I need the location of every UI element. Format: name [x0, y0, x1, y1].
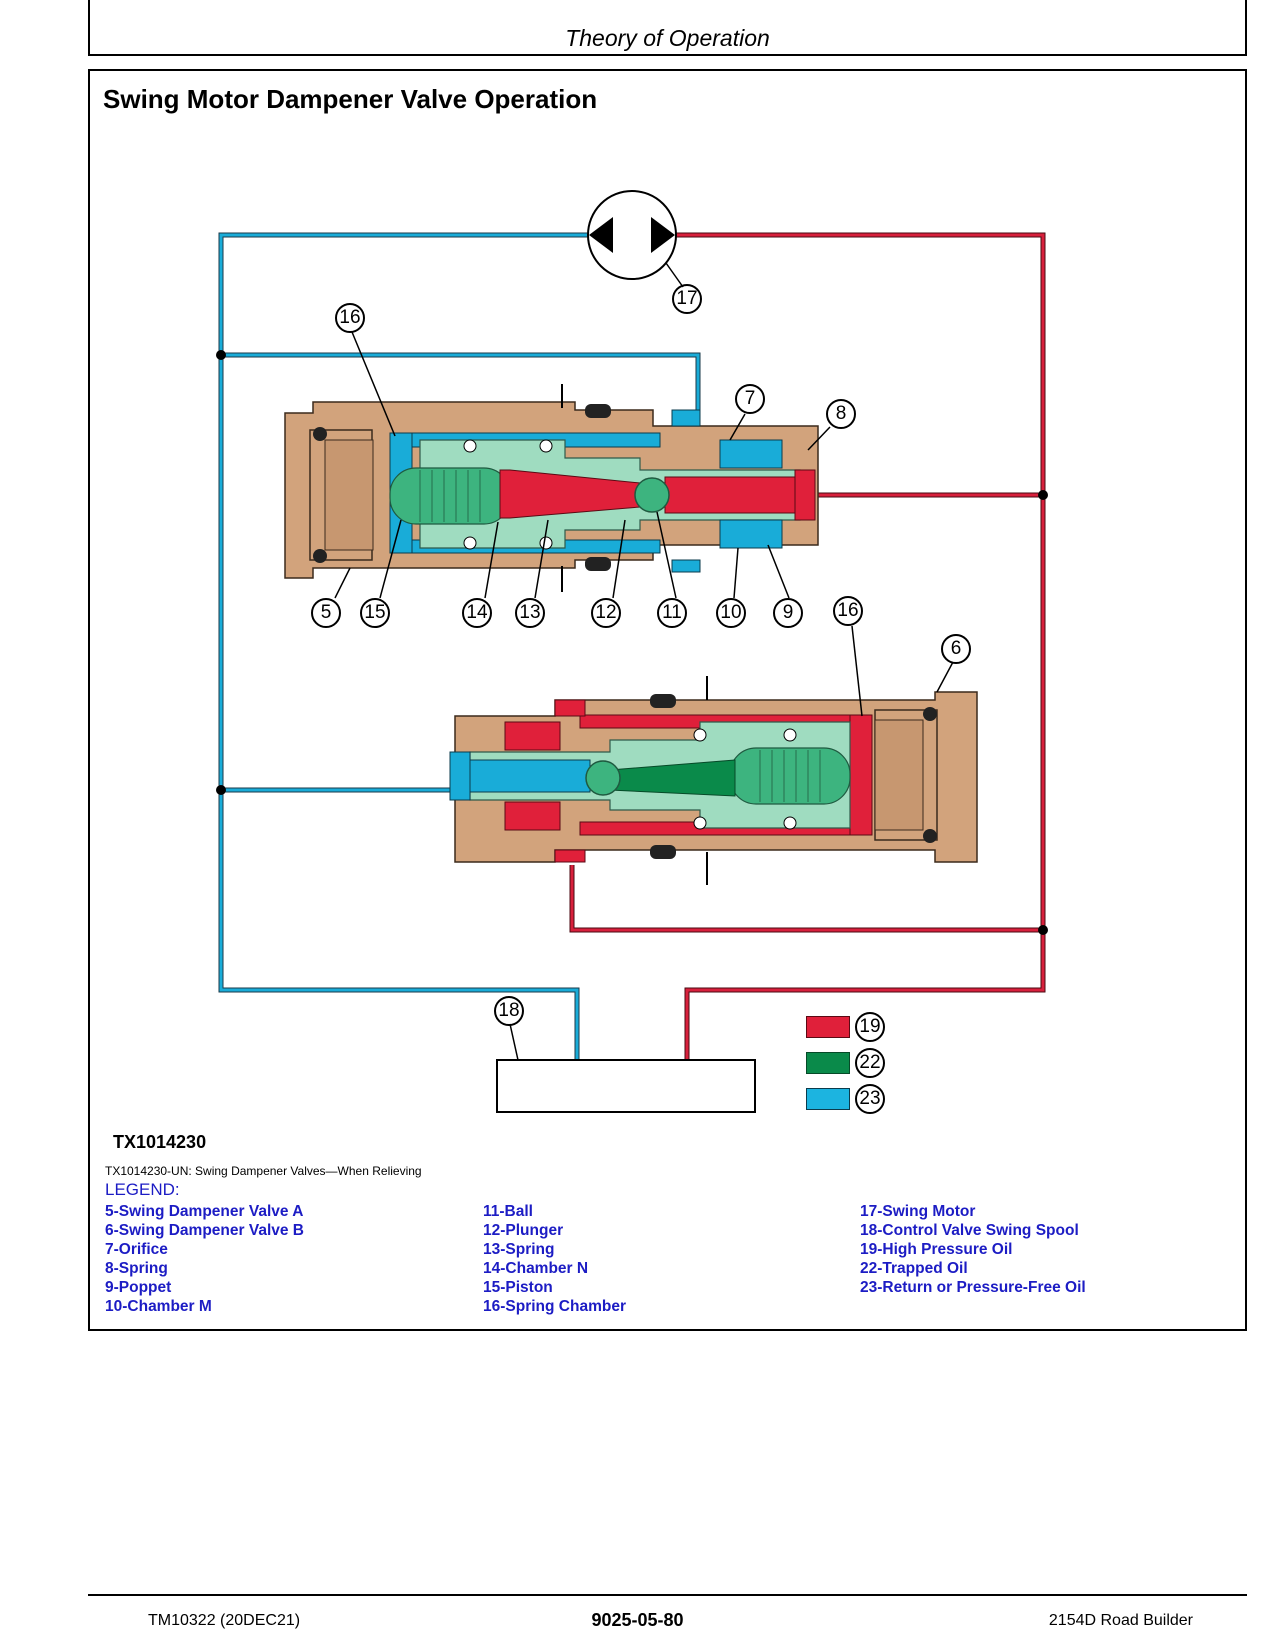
- legend-item: 10-Chamber M: [105, 1298, 212, 1315]
- section-title: Swing Motor Dampener Valve Operation: [103, 84, 598, 114]
- legend-item: 8-Spring: [105, 1260, 168, 1277]
- figure-caption: TX1014230-UN: Swing Dampener Valves—When…: [105, 1164, 422, 1178]
- legend-item: 11-Ball: [483, 1203, 533, 1220]
- header-title: Theory of Operation: [565, 25, 770, 51]
- callout-bubble: 13: [515, 598, 545, 628]
- legend-item: 19-High Pressure Oil: [860, 1241, 1013, 1258]
- figure-frame: [88, 69, 1247, 1331]
- legend-item: 23-Return or Pressure-Free Oil: [860, 1279, 1086, 1296]
- footer-rule: [88, 1594, 1247, 1596]
- callout-bubble: 5: [311, 598, 341, 628]
- key-number: 23: [855, 1084, 885, 1114]
- control-valve-box: [496, 1059, 756, 1113]
- legend-item: 16-Spring Chamber: [483, 1298, 626, 1315]
- callout-bubble: 16: [335, 303, 365, 333]
- key-swatch-high-pressure: [806, 1016, 850, 1038]
- legend-column: 17-Swing Motor 18-Control Valve Swing Sp…: [860, 1202, 1086, 1297]
- callout-bubble: 9: [773, 598, 803, 628]
- key-number: 19: [855, 1012, 885, 1042]
- callout-bubble: 12: [591, 598, 621, 628]
- key-swatch-trapped: [806, 1052, 850, 1074]
- pressure-lines-fill: [570, 233, 1045, 1073]
- leader-lines: [334, 331, 954, 1061]
- legend-item: 18-Control Valve Swing Spool: [860, 1222, 1079, 1239]
- footer-manual-id: TM10322 (20DEC21): [148, 1612, 301, 1629]
- callout-bubble: 16: [833, 596, 863, 626]
- return-lines: [218, 232, 701, 1073]
- pressure-lines: [569, 232, 1046, 1073]
- legend-item: 12-Plunger: [483, 1222, 564, 1239]
- legend-column: 11-Ball 12-Plunger 13-Spring 14-Chamber …: [483, 1202, 626, 1316]
- callout-bubble: 10: [716, 598, 746, 628]
- figure-id: TX1014230: [113, 1132, 207, 1152]
- legend-item: 13-Spring: [483, 1241, 555, 1258]
- swing-motor-symbol: [587, 190, 684, 288]
- callout-bubble: 6: [941, 634, 971, 664]
- legend-item: 22-Trapped Oil: [860, 1260, 968, 1277]
- footer-machine-name: 2154D Road Builder: [1048, 1612, 1193, 1629]
- dampener-valve-b: [449, 676, 978, 885]
- page-header: Theory of Operation: [88, 0, 1247, 56]
- junction-dots: [216, 350, 1048, 935]
- footer-page-number: 9025-05-80: [591, 1610, 684, 1630]
- legend-item: 6-Swing Dampener Valve B: [105, 1222, 304, 1239]
- callout-bubble: 17: [672, 284, 702, 314]
- callout-bubble: 15: [360, 598, 390, 628]
- callout-bubble: 14: [462, 598, 492, 628]
- legend-heading: LEGEND:: [105, 1180, 180, 1199]
- callout-bubble: 11: [657, 598, 687, 628]
- callout-bubble: 18: [494, 996, 524, 1026]
- key-swatch-return: [806, 1088, 850, 1110]
- legend-item: 9-Poppet: [105, 1279, 172, 1296]
- callout-bubble: 7: [735, 384, 765, 414]
- callout-bubble: 8: [826, 399, 856, 429]
- legend-item: 14-Chamber N: [483, 1260, 589, 1277]
- legend-item: 15-Piston: [483, 1279, 553, 1296]
- legend-column: 5-Swing Dampener Valve A 6-Swing Dampene…: [105, 1202, 304, 1316]
- legend-item: 17-Swing Motor: [860, 1203, 976, 1220]
- dampener-valve-a: [284, 384, 819, 592]
- return-lines-fill: [219, 233, 700, 1073]
- legend-item: 7-Orifice: [105, 1241, 168, 1258]
- key-number: 22: [855, 1048, 885, 1078]
- legend-item: 5-Swing Dampener Valve A: [105, 1203, 304, 1220]
